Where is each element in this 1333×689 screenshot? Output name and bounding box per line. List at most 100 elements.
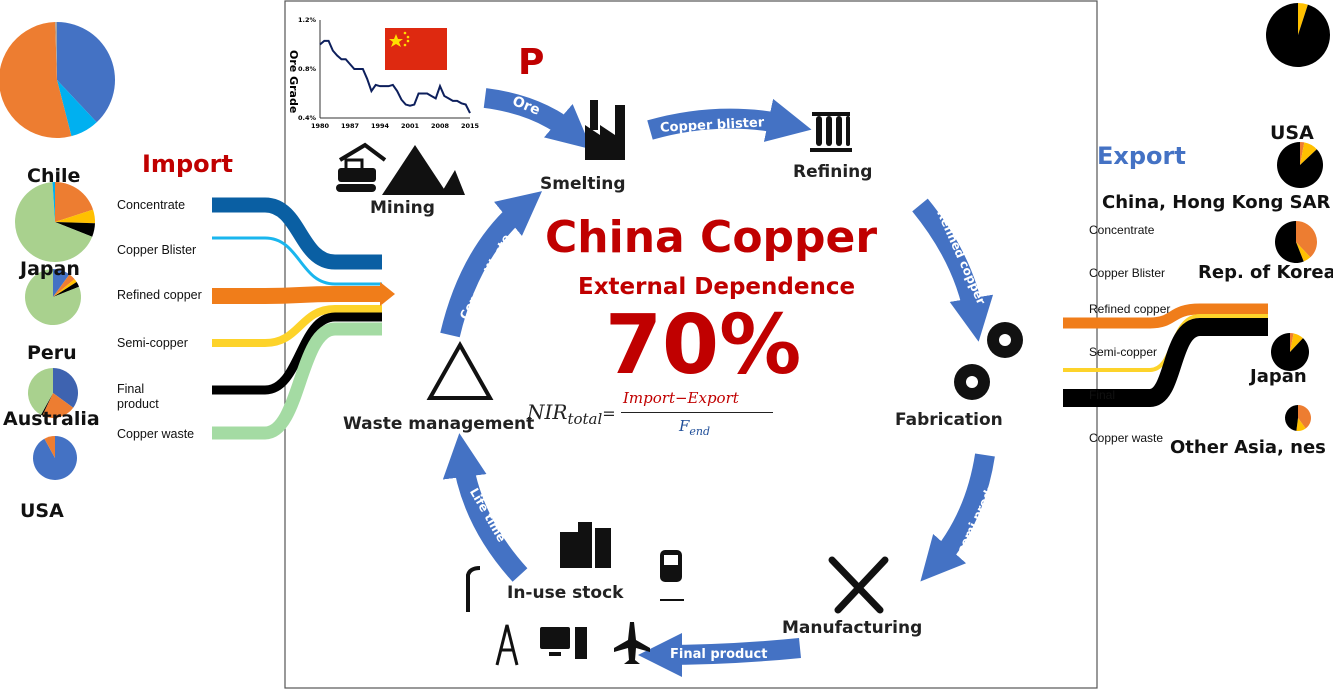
import-pie-slice bbox=[55, 182, 94, 222]
gears-icon bbox=[954, 322, 1023, 400]
pie-charts bbox=[0, 3, 1331, 480]
export-flow-band bbox=[1063, 318, 1268, 407]
x-tick-label: 2008 bbox=[431, 122, 450, 130]
arrow-ore bbox=[483, 88, 592, 150]
x-tick-label: 2001 bbox=[401, 122, 420, 130]
stage-smelting: Smelting bbox=[540, 174, 626, 194]
stage-manufacturing: Manufacturing bbox=[782, 618, 923, 638]
import-pie-slice bbox=[57, 80, 97, 137]
tower-icon bbox=[495, 624, 519, 666]
ore-grade-ylabel: Ore Grade bbox=[287, 50, 300, 114]
arrow-copper-waste bbox=[440, 191, 543, 338]
import-flow-band bbox=[212, 236, 382, 286]
import-flow-semi: Semi-copper bbox=[117, 336, 188, 350]
formula-den-sub: end bbox=[689, 425, 711, 438]
import-pie-slice bbox=[25, 269, 82, 326]
arrow-life-time bbox=[442, 433, 528, 582]
export-flow-waste: Copper waste bbox=[1089, 431, 1164, 445]
import-pie-slice bbox=[57, 22, 116, 123]
main-frame bbox=[284, 0, 1098, 689]
y-tick-label: 0.8% bbox=[298, 65, 317, 73]
import-pie-slice bbox=[55, 209, 95, 224]
import-pie-slice bbox=[42, 393, 74, 418]
x-tick-label: 1980 bbox=[311, 122, 330, 130]
arrow-final-product bbox=[637, 632, 801, 677]
export-country-usa: USA bbox=[1270, 122, 1314, 144]
import-flow-band bbox=[212, 312, 382, 395]
export-country-hong-kong: China, Hong Kong SAR bbox=[1102, 192, 1331, 213]
center-title: China Copper bbox=[545, 212, 878, 263]
stage-refining: Refining bbox=[793, 162, 873, 182]
train-icon bbox=[660, 550, 684, 601]
arrow-semi-product bbox=[920, 453, 995, 582]
import-country-usa: USA bbox=[20, 500, 64, 522]
export-pie-slice bbox=[1290, 333, 1294, 352]
export-pie-slice bbox=[1296, 418, 1306, 432]
china-flag bbox=[385, 28, 447, 70]
mountain-icon bbox=[382, 145, 465, 195]
import-pie-slice bbox=[53, 274, 75, 297]
center-subtitle: External Dependence bbox=[578, 274, 856, 300]
export-sankey bbox=[1063, 303, 1268, 407]
export-pie-slice bbox=[1266, 3, 1331, 67]
y-tick-label: 0.4% bbox=[298, 114, 317, 122]
stage-in-use-stock: In-use stock bbox=[507, 583, 624, 603]
export-country-japan: Japan bbox=[1250, 366, 1307, 387]
formula-lhs: NIRtotal= bbox=[527, 400, 616, 428]
stage-waste-management: Waste management bbox=[343, 414, 535, 434]
import-flow-concentrate: Concentrate bbox=[117, 198, 186, 212]
import-country-japan: Japan bbox=[20, 258, 80, 280]
import-flow-band bbox=[212, 322, 382, 440]
import-flow-blister: Copper Blister bbox=[117, 243, 197, 257]
airplane-icon bbox=[614, 622, 650, 664]
import-flow-band bbox=[212, 197, 382, 270]
import-pie-slice bbox=[15, 182, 93, 263]
arrow-label-final: Final product bbox=[670, 647, 768, 662]
import-pie-slice bbox=[44, 435, 55, 458]
import-flow-waste: Copper waste bbox=[117, 427, 195, 441]
import-country-peru: Peru bbox=[27, 342, 77, 364]
export-pie-slice bbox=[1298, 405, 1312, 429]
import-country-chile: Chile bbox=[27, 165, 81, 187]
export-pie-slice bbox=[1274, 221, 1304, 263]
import-pie-slice bbox=[0, 22, 72, 138]
import-country-australia: Australia bbox=[3, 408, 100, 430]
formula-lhs-text: NIR bbox=[527, 400, 568, 424]
x-tick-label: 2015 bbox=[461, 122, 480, 130]
import-flow-final-1: Final bbox=[117, 382, 145, 396]
import-pie-slice bbox=[28, 367, 53, 415]
import-pie-slice bbox=[40, 393, 53, 416]
x-tick-label: 1987 bbox=[341, 122, 359, 130]
ore-grade-chart: 1.2% 0.8% 0.4%1980 1987 1994 2001 2008 2015 bbox=[298, 16, 480, 130]
export-pie-slice bbox=[1270, 333, 1309, 371]
export-pie-slice bbox=[1298, 3, 1308, 35]
import-pie-slice bbox=[53, 269, 70, 297]
cycle-arrows bbox=[440, 88, 995, 677]
export-flow-blister: Copper Blister bbox=[1089, 266, 1166, 280]
test-tubes-icon bbox=[810, 112, 852, 152]
export-flow-concentrate: Concentrate bbox=[1089, 223, 1155, 237]
import-sankey bbox=[212, 197, 395, 440]
formula-lhs-sub: total bbox=[567, 410, 603, 428]
formula-denominator: Fend bbox=[679, 417, 710, 438]
export-flow-final: Final bbox=[1089, 388, 1116, 402]
buildings-icon bbox=[560, 522, 611, 568]
export-country-korea: Rep. of Korea bbox=[1198, 262, 1333, 283]
tools-icon bbox=[828, 556, 889, 614]
export-flow-refined: Refined copper bbox=[1089, 302, 1171, 316]
import-flow-band bbox=[212, 286, 382, 304]
export-pie-slice bbox=[1290, 333, 1304, 352]
computer-icon bbox=[540, 627, 587, 659]
import-pie-slice bbox=[53, 281, 80, 297]
y-tick-label: 1.2% bbox=[298, 16, 317, 24]
stage-mining: Mining bbox=[370, 198, 435, 218]
formula-eq: = bbox=[602, 404, 616, 423]
formula-numerator: Import−Export bbox=[623, 389, 739, 407]
export-pie-slice bbox=[1300, 142, 1317, 165]
recycle-icon bbox=[426, 340, 494, 400]
street-lamp-icon bbox=[466, 566, 481, 612]
import-flow-final-2: product bbox=[117, 397, 159, 411]
x-tick-label: 1994 bbox=[371, 122, 390, 130]
